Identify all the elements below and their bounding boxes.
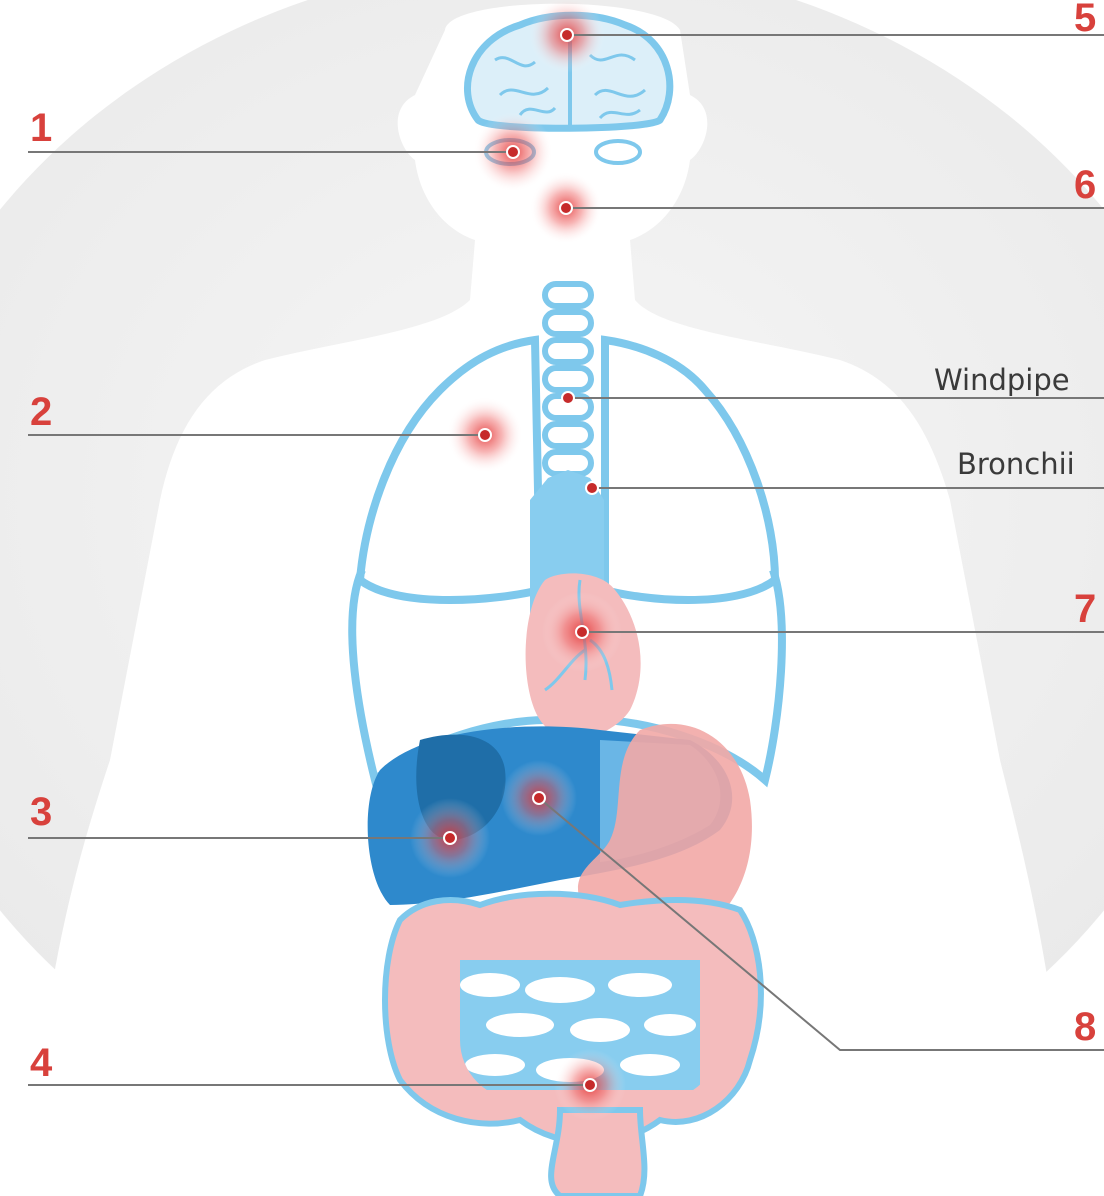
marker-dot-windpipe [562,392,574,404]
callout-label-3: 3 [30,792,52,832]
callout-label-5: 5 [1074,0,1096,38]
marker-dot-5 [561,29,573,41]
marker-dot-7 [576,626,588,638]
callout-label-2: 2 [30,392,52,432]
callout-label-6: 6 [1074,165,1096,205]
marker-dot-1 [507,146,519,158]
callout-label-4: 4 [30,1043,52,1083]
marker-dot-3 [444,832,456,844]
callout-label-8: 8 [1074,1007,1096,1047]
marker-dot-bronchii [586,482,598,494]
callout-label-windpipe: Windpipe [934,366,1070,395]
callout-label-bronchii: Bronchii [957,450,1075,479]
callout-label-1: 1 [30,108,52,148]
marker-dot-2 [479,429,491,441]
callout-label-7: 7 [1074,589,1096,629]
marker-dot-4 [584,1079,596,1091]
marker-dot-8 [533,792,545,804]
marker-dot-6 [560,202,572,214]
